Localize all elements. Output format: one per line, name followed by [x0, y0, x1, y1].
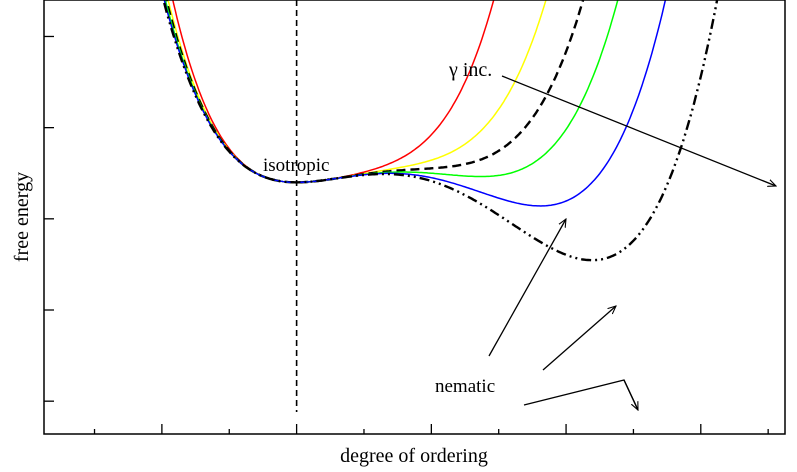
y-axis-label: free energy	[11, 172, 33, 262]
isotropic-label: isotropic	[263, 155, 330, 176]
x-axis-label: degree of ordering	[340, 445, 488, 467]
gamma-arrow	[501, 75, 776, 186]
series-line-4	[163, 0, 667, 207]
nematic-arrow-green-min	[488, 219, 566, 357]
plot-frame	[43, 0, 786, 435]
series-line-1	[167, 0, 547, 184]
series-line-0	[172, 0, 495, 184]
gamma-increase-label: γ inc.	[448, 59, 492, 81]
nematic-label: nematic	[435, 376, 495, 397]
nematic-arrow-blue-min	[542, 306, 616, 371]
series-line-3	[164, 0, 619, 184]
series-line-5	[162, 0, 719, 262]
annotation-arrows	[488, 75, 776, 411]
nematic-arrow-dotted-min-tip	[623, 379, 639, 410]
axis-ticks	[44, 35, 769, 434]
series-line-2	[165, 0, 585, 184]
curve-layer	[162, 0, 719, 262]
nematic-arrow-dotted-min	[523, 379, 639, 411]
